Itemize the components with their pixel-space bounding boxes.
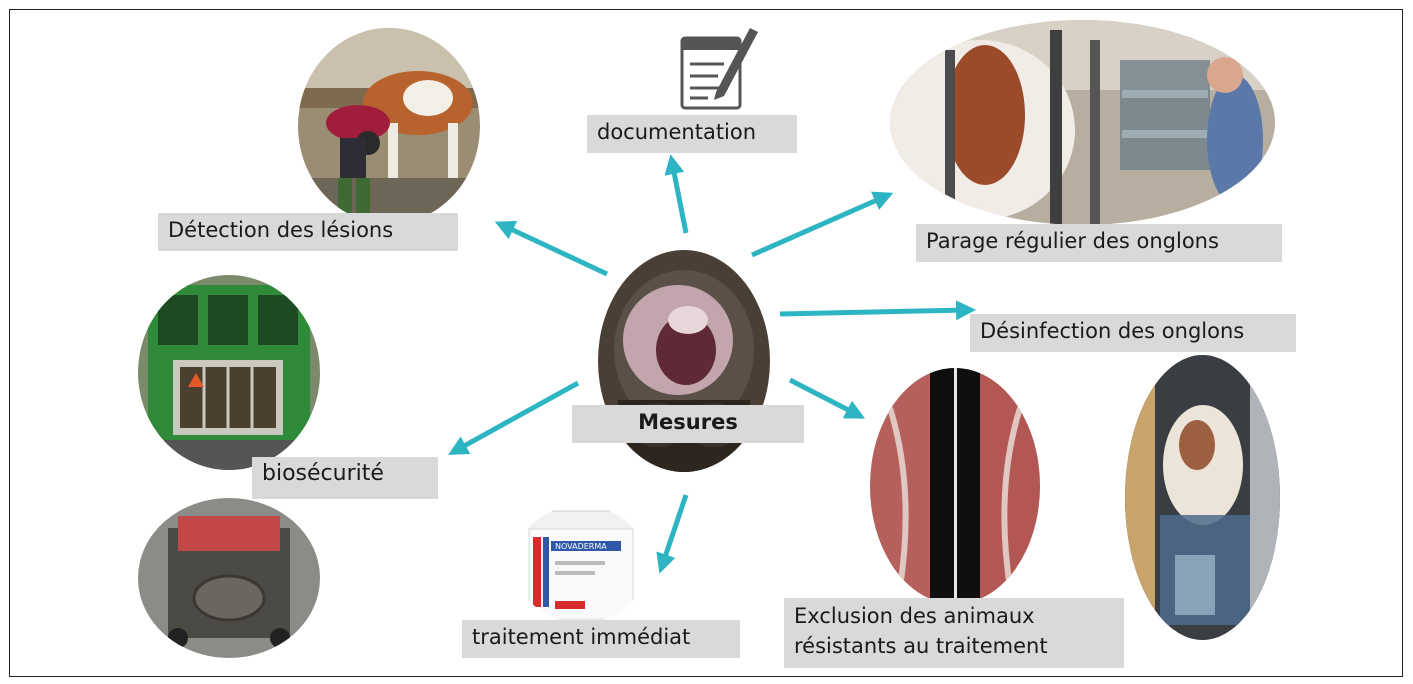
label-desinfection-onglons: Désinfection des onglons [970, 314, 1296, 352]
label-detection-lesions: Détection des lésions [158, 213, 458, 251]
arrow-to-detection [502, 225, 607, 274]
label-documentation: documentation [587, 115, 797, 153]
label-mesures-center: Mesures [572, 405, 804, 443]
arrow-to-biosecurite [455, 383, 578, 451]
label-biosecurite: biosécurité [252, 457, 438, 499]
label-parage-onglons: Parage régulier des onglons [916, 224, 1282, 262]
label-exclusion-animaux: Exclusion des animaux résistants au trai… [784, 598, 1124, 668]
arrow-to-desinfection [780, 310, 968, 314]
arrow-to-traitement [662, 495, 686, 566]
arrow-to-parage [752, 196, 886, 255]
arrow-to-documentation [672, 162, 686, 233]
label-traitement-immediat: traitement immédiat [462, 620, 740, 658]
